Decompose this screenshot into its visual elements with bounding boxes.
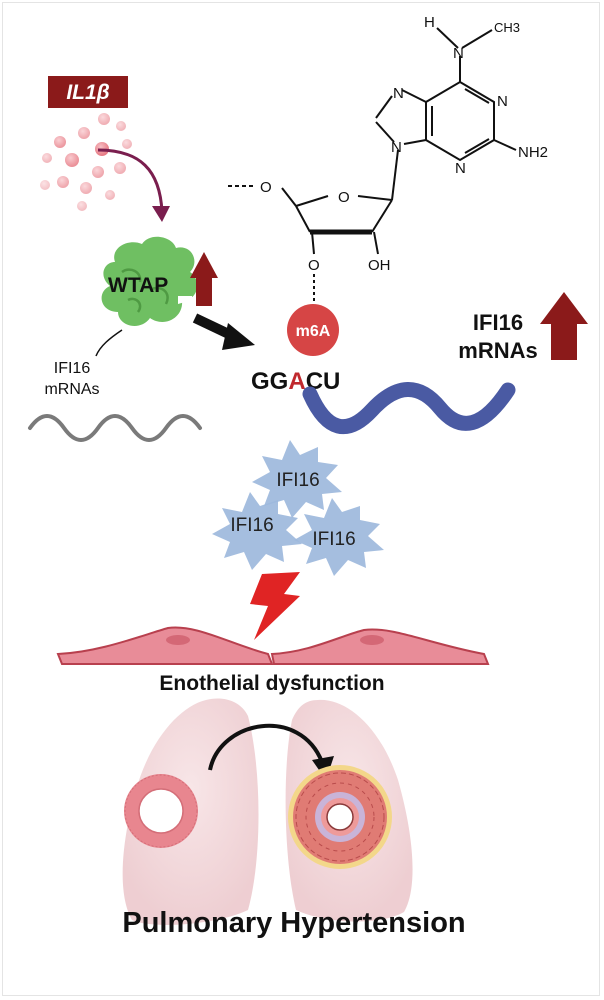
atom-nh2: NH2 [518, 144, 548, 161]
wtap-up-arrow [190, 252, 218, 306]
il1b-arrowhead [152, 206, 170, 222]
atom-n3: N [455, 160, 466, 177]
protein-star-3: IFI16 [294, 498, 384, 576]
atom-n-methyl: N [453, 45, 464, 62]
atom-h: H [424, 14, 435, 31]
lightning-bolt [250, 572, 300, 640]
endothelial-layer [56, 626, 490, 665]
atom-n9: N [391, 139, 402, 156]
right-mrna-strand [302, 382, 516, 435]
atom-o-ring: O [338, 189, 350, 206]
m6a-badge [287, 304, 339, 356]
left-mrna-label-1: IFI16 [54, 360, 91, 377]
right-mrna-label-1: IFI16 [473, 310, 523, 335]
atom-oh: OH [368, 257, 391, 274]
il1b-to-wtap-arrow [97, 148, 164, 213]
protein-star-1: IFI16 [252, 440, 342, 518]
dysfunction-label: Enothelial dysfunction [159, 672, 384, 695]
molecule-atom-labels: H N CH3 N N N N NH2 O O O OH [260, 14, 548, 274]
endothelial-cell-left [56, 626, 274, 665]
motif-prefix: GG [251, 368, 288, 395]
m6a-label: m6A [296, 323, 331, 340]
m6a-molecule [281, 27, 517, 255]
atom-ch3: CH3 [494, 20, 520, 35]
il1b-group: IL1β [40, 76, 170, 222]
protein-label-1: IFI16 [276, 470, 319, 491]
protein-label-2: IFI16 [230, 515, 273, 536]
il1b-badge [48, 76, 128, 108]
endothelial-cell-right [270, 628, 490, 665]
protein-label-3: IFI16 [312, 529, 355, 550]
wtap-protein: WTAP [101, 236, 218, 326]
motif-sequence: GGACU [251, 368, 340, 395]
atom-o3: O [308, 257, 320, 274]
right-mrna-label-2: mRNAs [458, 338, 537, 363]
left-mrna-strand [28, 414, 202, 442]
atom-o5: O [260, 179, 272, 196]
atom-n1: N [497, 93, 508, 110]
left-mrna-label-2: mRNAs [44, 381, 99, 398]
motif-highlight: A [288, 368, 305, 395]
protein-star-2: IFI16 [212, 492, 302, 570]
il1b-label: IL1β [66, 81, 109, 104]
wtap-pointer-line [95, 329, 123, 357]
ifi16-up-arrow [540, 292, 588, 360]
page-title: Pulmonary Hypertension [122, 907, 465, 939]
atom-n7: N [393, 85, 404, 102]
vessel-remodel-arrow [208, 723, 324, 771]
remodeled-vessel [288, 765, 392, 869]
cytokine-particles [40, 113, 132, 211]
wtap-label: WTAP [108, 274, 168, 297]
normal-vessel [124, 774, 198, 848]
wtap-to-motif-arrow [192, 313, 255, 350]
